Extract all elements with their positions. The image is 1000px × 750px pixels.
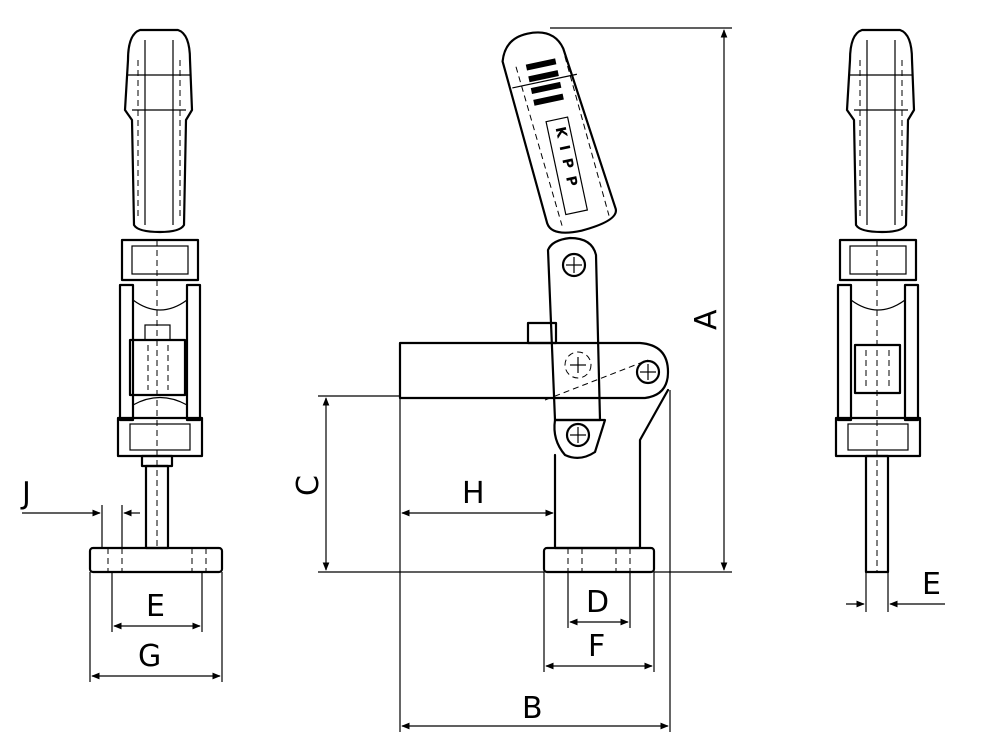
dim-label-g: G: [138, 639, 161, 674]
dim-label-e-back: E: [922, 567, 941, 602]
dim-label-d: D: [586, 585, 609, 620]
dim-label-b: B: [522, 691, 543, 726]
front-view-dimensions: J E G: [20, 476, 223, 682]
side-view-dimensions: A C H D F B: [291, 27, 732, 732]
dim-label-h: H: [462, 476, 485, 511]
dim-label-f: F: [588, 629, 605, 664]
side-view: KIPP: [398, 31, 670, 574]
dim-label-e-front: E: [146, 589, 165, 624]
back-view-dimensions: E: [846, 567, 945, 612]
back-view: [834, 28, 922, 574]
dim-label-j: J: [20, 476, 31, 511]
dim-label-c: C: [291, 475, 326, 496]
dim-label-a: A: [689, 309, 724, 330]
front-view: [88, 28, 224, 574]
